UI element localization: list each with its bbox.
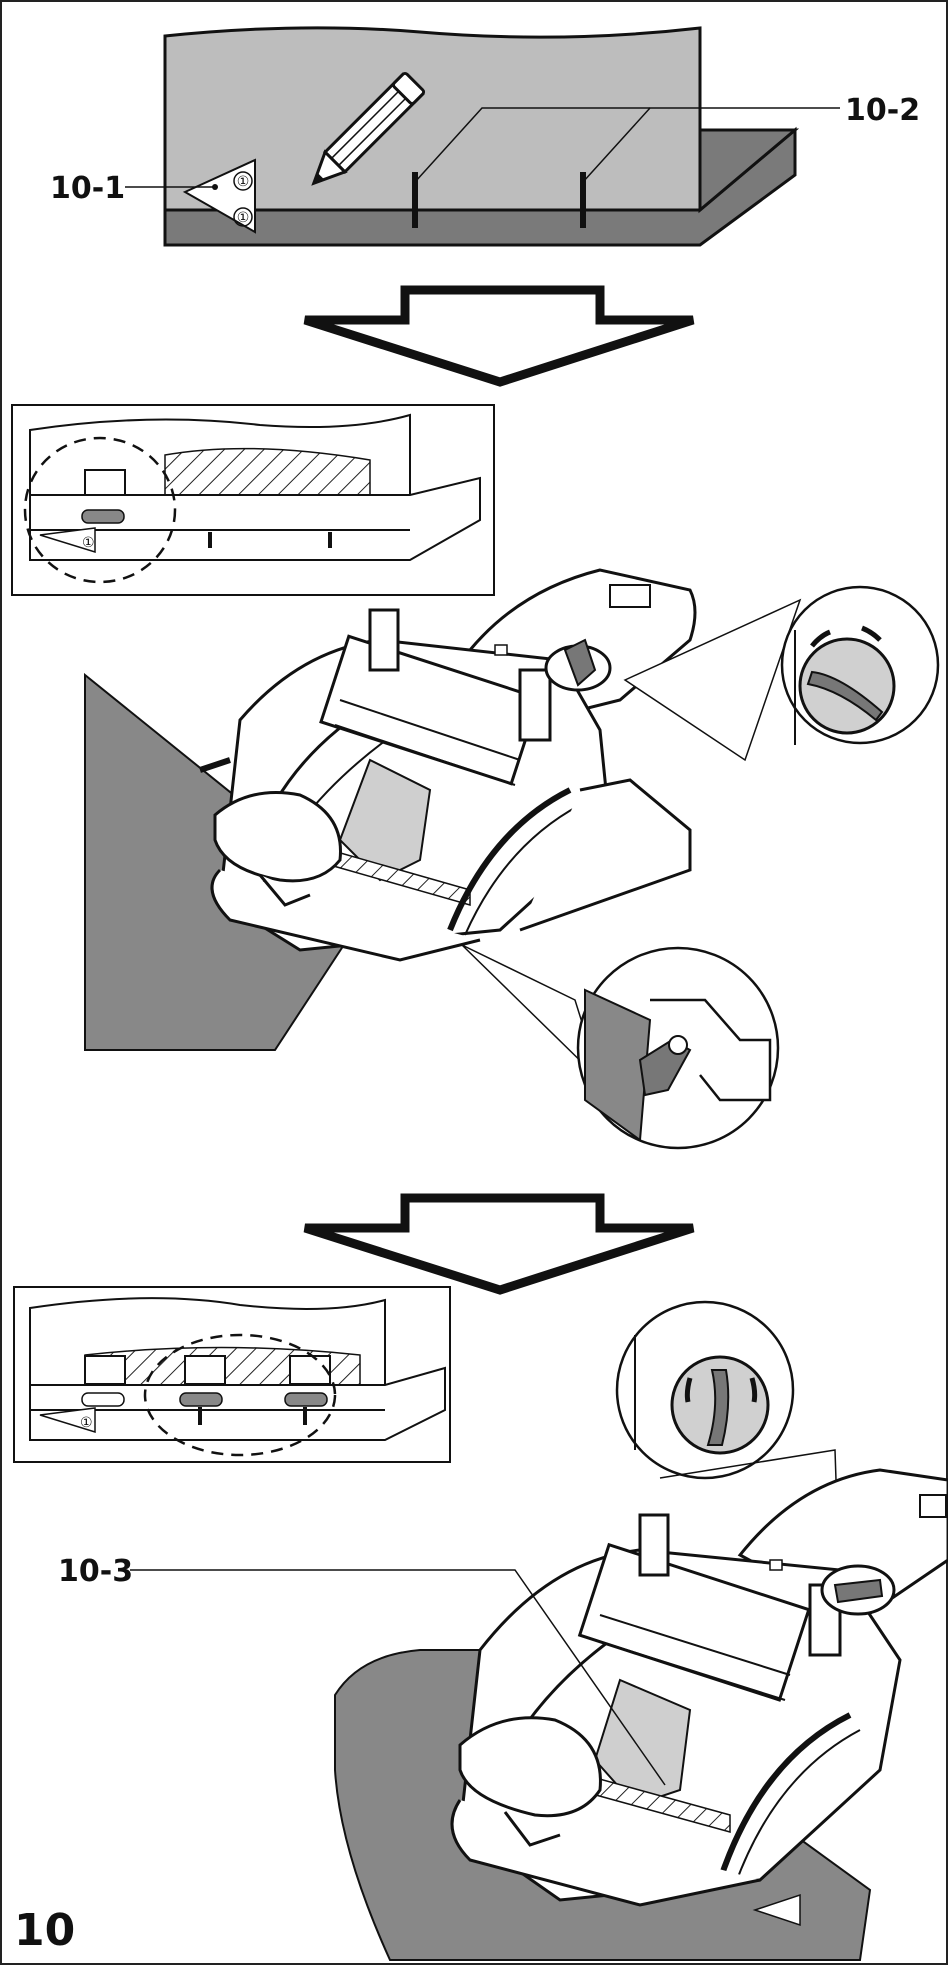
callout-10-2: 10-2 <box>845 93 920 128</box>
fence-clamp-icon <box>638 1035 692 1097</box>
marker-bottom: ① <box>237 210 250 226</box>
down-arrow-icon <box>303 285 695 387</box>
down-arrow-icon <box>303 1193 695 1295</box>
page-number: 10 <box>14 1905 75 1956</box>
inset-marker-1: ① <box>82 535 95 551</box>
step-2-inset: ① <box>11 404 495 596</box>
upper-workpiece <box>163 26 702 212</box>
marker-top: ① <box>237 174 250 190</box>
step-1-marking: ① ① 10-1 10-2 <box>50 26 920 247</box>
biscuit-joiner-icon <box>210 568 697 962</box>
reference-mark <box>182 158 256 234</box>
pencil-icon <box>311 71 426 186</box>
step-3-inset: ① <box>13 1286 451 1463</box>
callout-10-3: 10-3 <box>58 1554 133 1589</box>
biscuit-joiner-icon <box>450 1468 948 1927</box>
step-2-tool <box>84 568 940 1150</box>
step-3-tool: 10-3 <box>58 1300 948 1961</box>
inset-marker-2: ① <box>80 1415 93 1431</box>
callout-10-1: 10-1 <box>50 171 125 206</box>
